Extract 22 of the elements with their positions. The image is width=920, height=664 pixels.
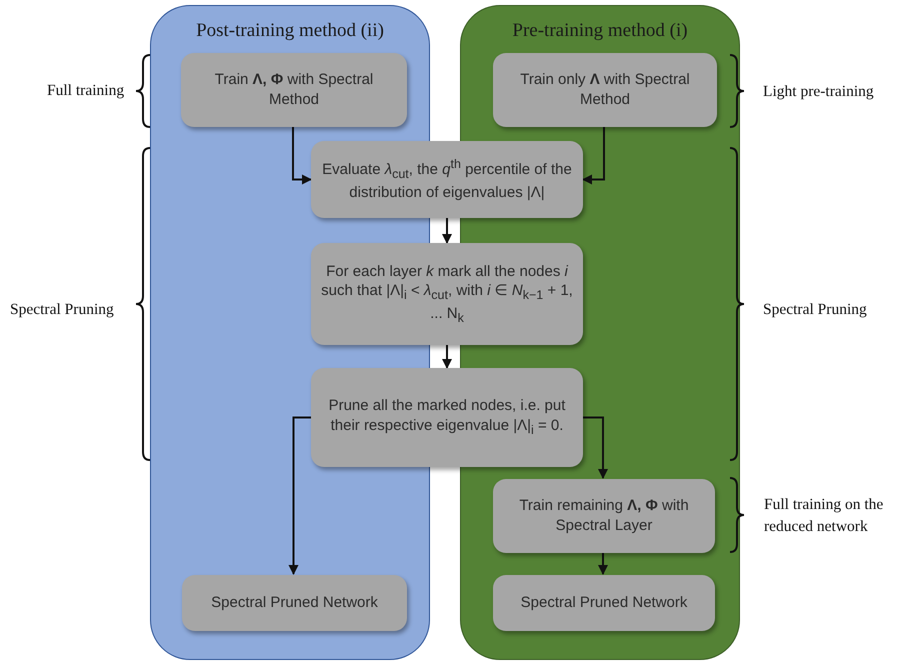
process-box: Train remaining Λ, Φ with Spectral Layer — [493, 479, 715, 553]
process-box: Train Λ, Φ with Spectral Method — [181, 53, 407, 127]
bracket-label: Spectral Pruning — [10, 300, 115, 320]
process-box: Spectral Pruned Network — [493, 575, 715, 631]
bracket-label: Full training — [47, 81, 126, 101]
arrow — [442, 218, 452, 244]
arrow — [442, 345, 452, 369]
process-box: For each layer k mark all the nodes i such that |Λ|$_{i}$ < λ$_{cut}$, with i ∈ N$_{k−1}$ + 1, ... N$_{k}$ — [311, 243, 583, 345]
bracket-label: Full training on the reduced network — [764, 495, 884, 537]
panel-title: Pre-training method (i) — [511, 20, 689, 42]
panel-title: Post-training method (ii) — [195, 20, 385, 42]
bracket-label: Light pre-training — [763, 82, 875, 102]
arrow — [598, 552, 608, 575]
arrow — [292, 126, 312, 184]
arrow — [288, 416, 311, 575]
arrow — [583, 416, 608, 479]
arrow — [582, 126, 605, 184]
process-box: Evaluate λ$_{cut}$, the q$^{th}$ percentile of the distribution of eigenvalues |Λ| — [311, 141, 583, 218]
bracket-label: Spectral Pruning — [763, 300, 868, 320]
process-box: Prune all the marked nodes, i.e. put their respective eigenvalue |Λ|$_{i}$ = 0. — [311, 368, 583, 467]
process-box: Spectral Pruned Network — [182, 575, 407, 631]
process-box: Train only Λ with Spectral Method — [493, 53, 717, 127]
